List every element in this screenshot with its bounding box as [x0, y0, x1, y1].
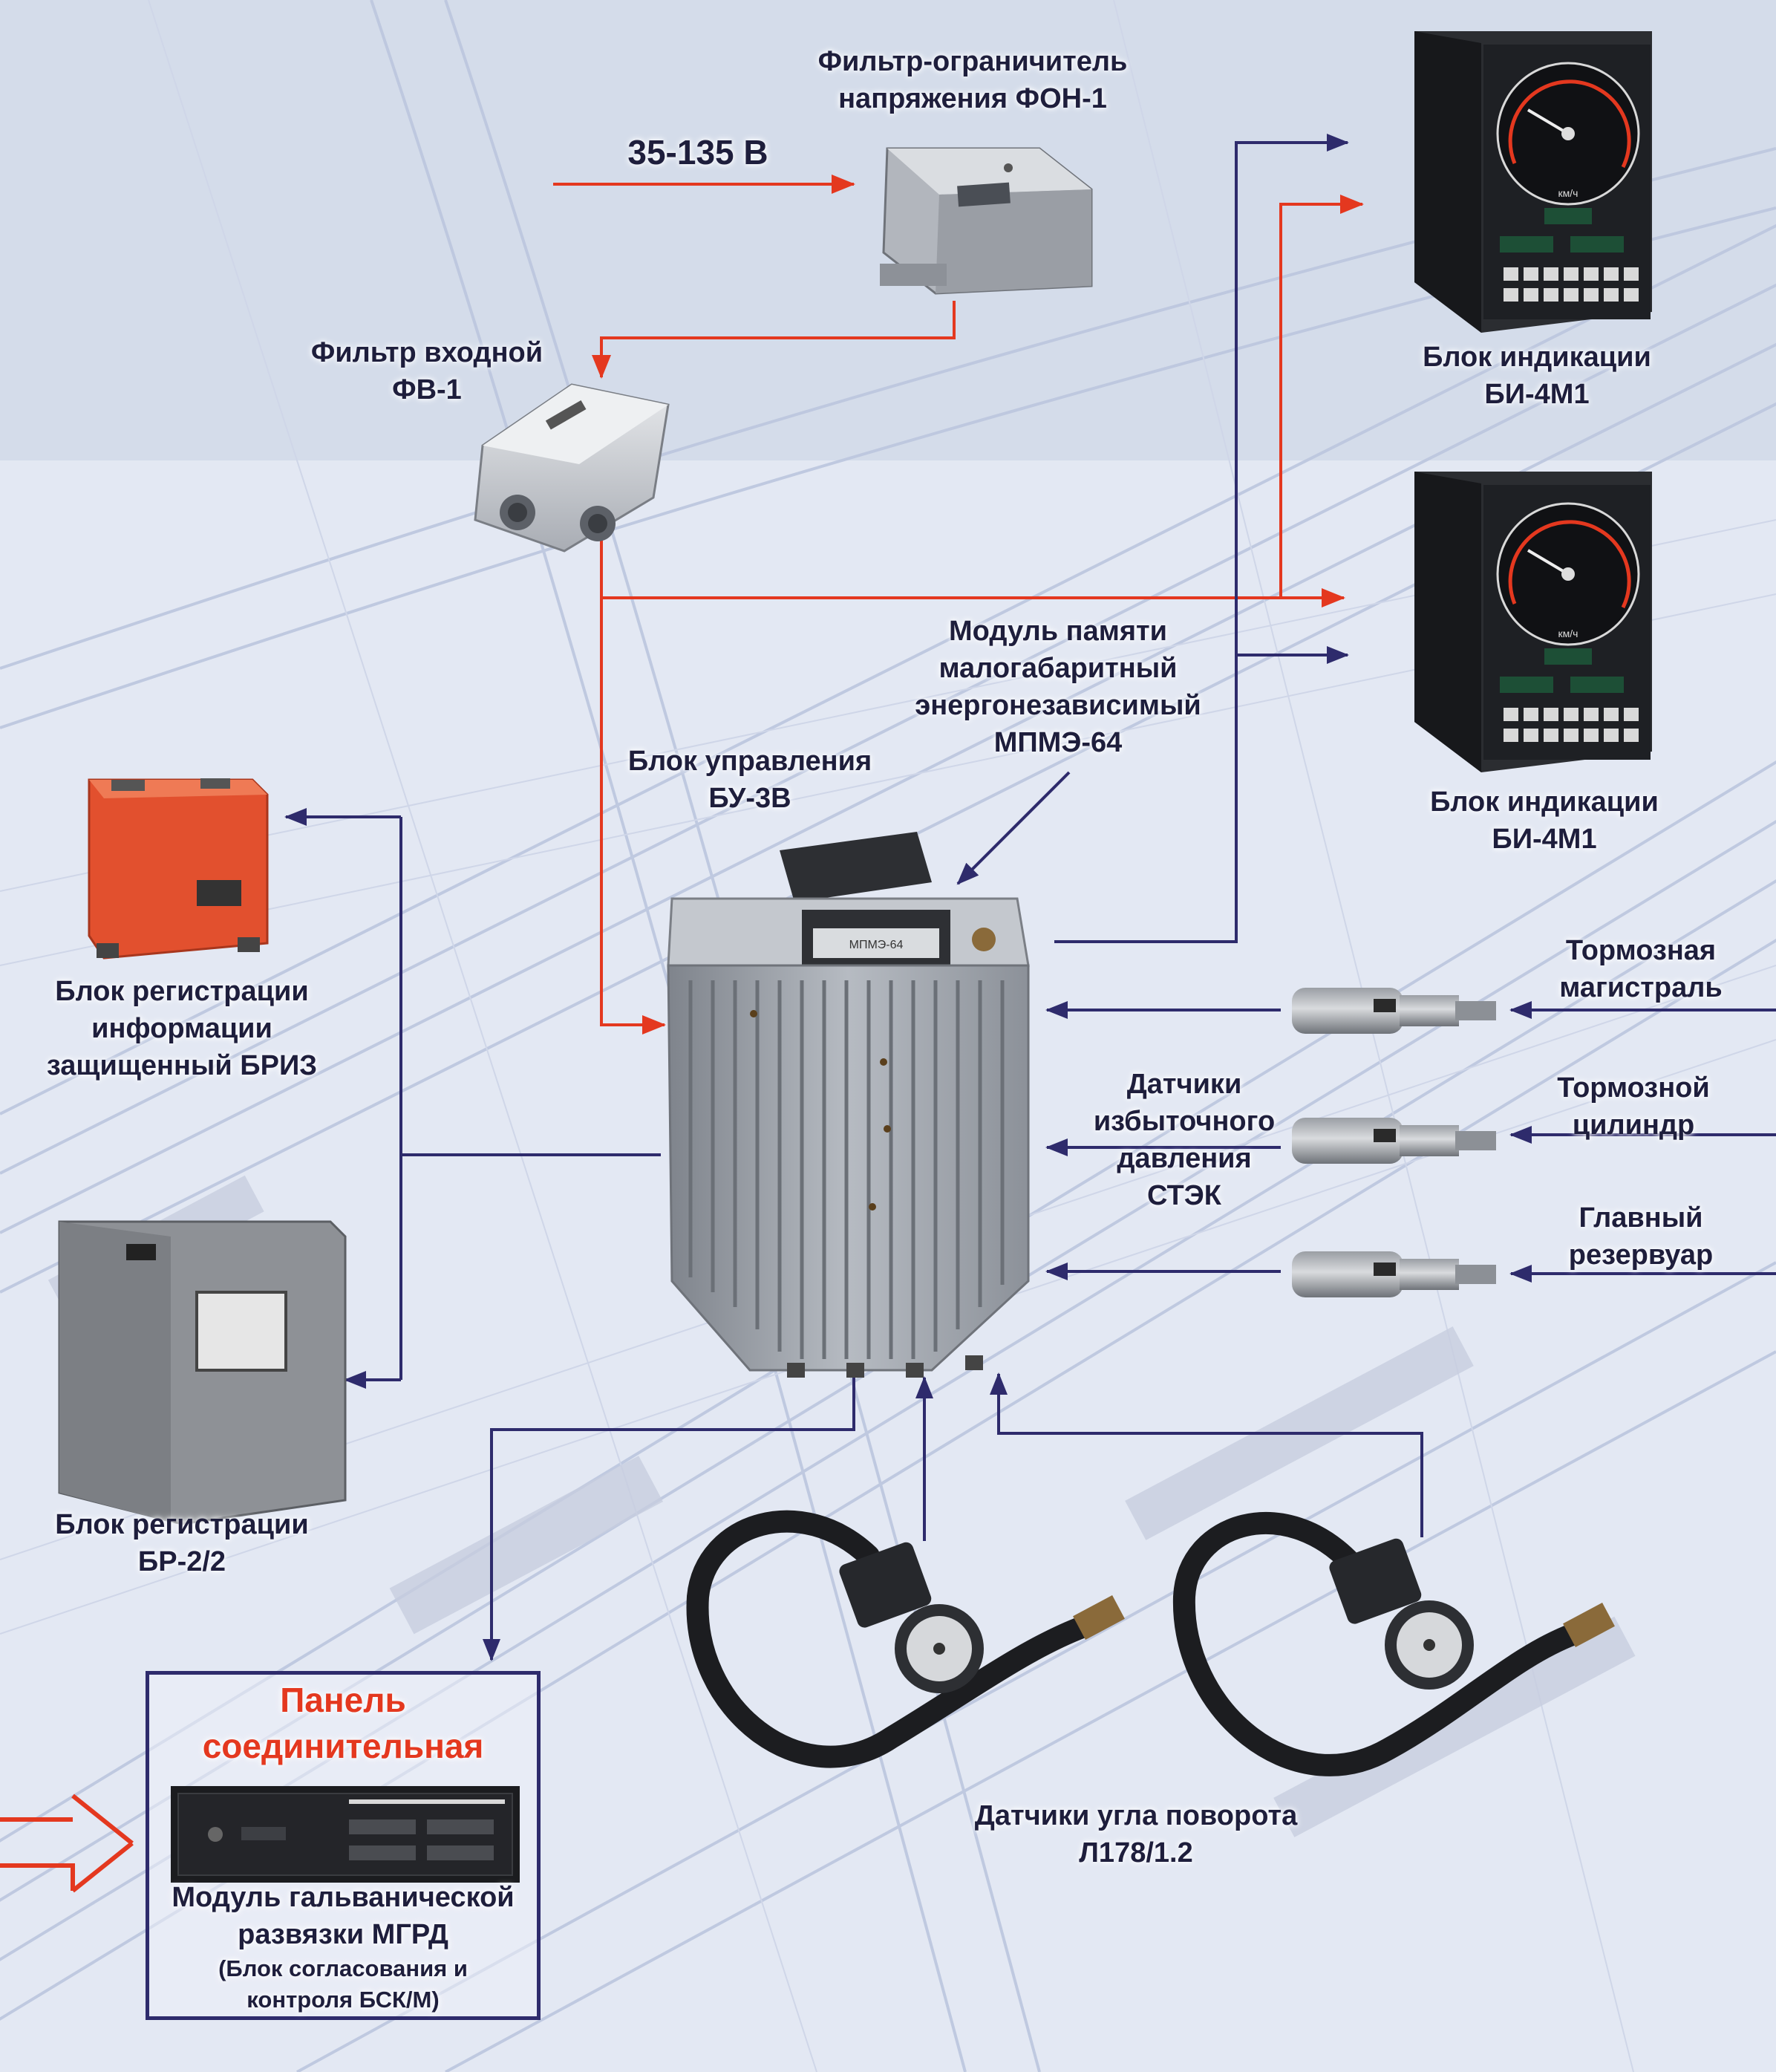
mpme-pointer-line — [956, 771, 1071, 885]
fon-label-line-2: напряжения ФОН-1 — [838, 83, 1107, 114]
fv-label-line-2: ФВ-1 — [392, 374, 462, 405]
br-label-line-2: БР-2/2 — [137, 1546, 226, 1577]
main-res-label: Главный резервуар — [1529, 1199, 1752, 1274]
angle2-to-bu-line — [990, 1372, 1423, 1537]
mgrd-label-line-2: развязки МГРД — [238, 1919, 448, 1950]
stek-label-line-1: Датчики — [1126, 1069, 1242, 1100]
bu-label: Блок управления БУ-3В — [609, 743, 891, 817]
mgrd-module-device — [171, 1786, 520, 1883]
panel-title-line-2: соединительная — [202, 1727, 484, 1765]
stek-label: Датчики избыточного давления СТЭК — [1069, 1066, 1299, 1214]
stek-label-line-4: СТЭК — [1147, 1180, 1221, 1211]
briz-label: Блок регистрации информации защищенный Б… — [22, 973, 342, 1084]
main-res-label-line-2: резервуар — [1568, 1239, 1714, 1271]
fv-filter-device — [474, 383, 670, 553]
fon-to-fv-line — [592, 301, 956, 379]
briz-label-line-2: информации — [91, 1013, 272, 1044]
fv-filter-label: Фильтр входной ФВ-1 — [282, 334, 572, 408]
angle-sensor-2 — [1172, 1512, 1615, 1776]
bi-top-unit-label: км/ч — [1558, 187, 1579, 199]
angle-sensor-label: Датчики угла поворота Л178/1.2 — [921, 1797, 1351, 1871]
angle-label-line-2: Л178/1.2 — [1079, 1837, 1193, 1869]
bi-bottom-label: Блок индикации БИ-4М1 — [1411, 783, 1678, 858]
fv-label-line-1: Фильтр входной — [310, 337, 543, 368]
bi-top-label: Блок индикации БИ-4М1 — [1403, 339, 1671, 413]
pressure-sensor-3 — [1292, 1251, 1496, 1297]
mpme-label-line-2: малогабаритный — [938, 653, 1178, 684]
bi-bottom-label-line-2: БИ-4М1 — [1492, 824, 1597, 855]
briz-label-line-3: защищенный БРИЗ — [46, 1050, 318, 1081]
fv-to-bu-line — [600, 535, 666, 1035]
brake-cyl-label: Тормозной цилиндр — [1522, 1069, 1745, 1144]
br-label-line-1: Блок регистрации — [55, 1509, 309, 1540]
bu-control-unit: МПМЭ-64 — [667, 832, 1030, 1378]
pressure-sensor-1 — [1292, 988, 1496, 1034]
bu-module-label: МПМЭ-64 — [849, 939, 904, 951]
panel-title-line-1: Панель — [280, 1681, 406, 1719]
brake-cyl-label-line-1: Тормозной — [1557, 1072, 1710, 1104]
panel-title: Панель соединительная — [146, 1677, 541, 1769]
panel-input-arrow-head — [71, 1794, 134, 1893]
bi-top-label-line-2: БИ-4М1 — [1484, 379, 1590, 410]
mpme-label-line-1: Модуль памяти — [949, 616, 1167, 647]
brake-cyl-label-line-2: цилиндр — [1572, 1110, 1695, 1141]
briz-device — [88, 778, 269, 960]
bu-label-line-2: БУ-3В — [708, 783, 791, 814]
mgrd-label: Модуль гальванической развязки МГРД (Бло… — [146, 1879, 541, 2016]
fon-filter-label: Фильтр-ограничитель напряжения ФОН-1 — [817, 43, 1129, 117]
bi-unit-top: км/ч — [1414, 31, 1652, 333]
mpme-label-line-4: МПМЭ-64 — [993, 727, 1123, 758]
connection-lines — [0, 134, 1776, 1893]
bsk-label-line-2: контроля БСК/М) — [247, 1987, 440, 2013]
bu-to-bi-top-line — [1054, 134, 1349, 943]
angle-label-line-1: Датчики угла поворота — [974, 1800, 1298, 1831]
br-label: Блок регистрации БР-2/2 — [41, 1506, 323, 1580]
bi-bottom-unit-label: км/ч — [1558, 628, 1579, 639]
pressure-sensor-2 — [1292, 1118, 1496, 1164]
br-device — [58, 1220, 347, 1525]
panel-input-arrow-outline — [0, 1863, 75, 1891]
bi-unit-bottom: км/ч — [1414, 472, 1652, 772]
mpme-label: Модуль памяти малогабаритный энергонезав… — [891, 613, 1225, 761]
bu-label-line-1: Блок управления — [627, 746, 872, 777]
stek-label-line-3: давления — [1117, 1143, 1252, 1174]
fon-label-line-1: Фильтр-ограничитель — [817, 46, 1128, 77]
briz-label-line-1: Блок регистрации — [55, 976, 309, 1007]
mpme-label-line-3: энергонезависимый — [915, 690, 1201, 721]
bi-top-power-line — [1279, 195, 1364, 598]
stek-label-line-2: избыточного — [1093, 1106, 1276, 1137]
fon-filter-device — [880, 147, 1093, 295]
brake-line-label-line-2: магистраль — [1559, 972, 1723, 1003]
mgrd-label-line-1: Модуль гальванической — [172, 1882, 515, 1913]
bi-top-label-line-1: Блок индикации — [1423, 342, 1651, 373]
brake-line-label-line-1: Тормозная — [1565, 935, 1717, 966]
bu-to-panel-line — [483, 1378, 855, 1661]
voltage-label: 35-135 В — [627, 133, 768, 172]
main-res-label-line-1: Главный — [1579, 1202, 1703, 1234]
angle-sensor-1 — [686, 1510, 1125, 1768]
bi-bottom-label-line-1: Блок индикации — [1430, 786, 1659, 818]
brake-line-label: Тормозная магистраль — [1529, 932, 1752, 1006]
bsk-label-line-1: (Блок согласования и — [218, 1955, 468, 1981]
